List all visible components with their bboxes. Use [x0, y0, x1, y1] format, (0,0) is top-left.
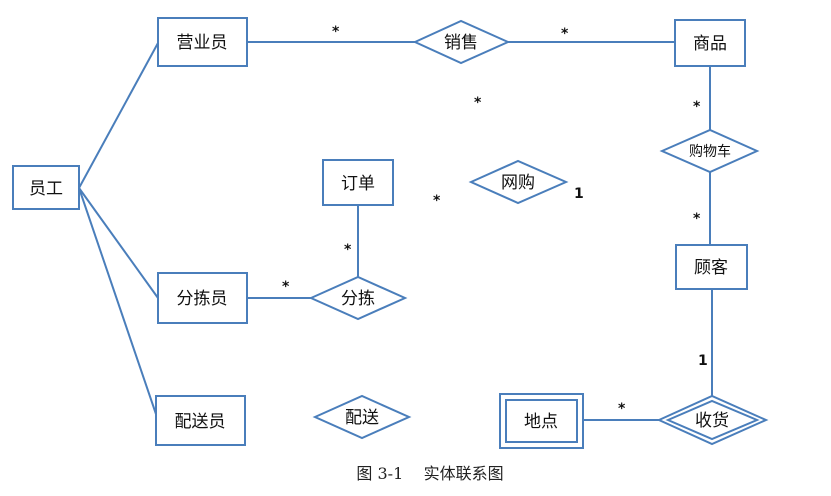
relationship-receive: 收货	[656, 394, 769, 446]
edge-employee-salesperson	[78, 42, 159, 189]
entity-employee: 员工	[12, 165, 80, 210]
entity-customer: 顾客	[675, 244, 748, 290]
entity-salesperson: 营业员	[157, 17, 248, 67]
mult-sell-left: *	[332, 24, 340, 40]
multiplicity-markers: * * * * * 1 * * * 1 *	[282, 24, 708, 417]
relationship-sort: 分拣	[308, 275, 408, 321]
entity-sorter-label: 分拣员	[177, 289, 228, 309]
entity-deliverer: 配送员	[155, 395, 246, 446]
entity-order-label: 订单	[341, 174, 375, 194]
edge-employee-deliverer	[78, 187, 159, 421]
mult-sell-right: *	[561, 26, 569, 42]
entity-salesperson-label: 营业员	[177, 33, 228, 53]
mult-cart-top: *	[693, 99, 701, 115]
relationship-deliver-label: 配送	[345, 408, 379, 428]
mult-sorter-sort: *	[282, 279, 290, 295]
mult-cart-bottom: *	[693, 211, 701, 227]
mult-center-top: *	[474, 95, 482, 111]
entity-location: 地点	[499, 393, 584, 449]
entity-location-label: 地点	[524, 412, 558, 432]
relationship-sell: 销售	[412, 19, 511, 65]
relationship-sort-label: 分拣	[341, 289, 375, 309]
relationship-cart-label: 购物车	[689, 143, 731, 160]
figure-caption: 图 3-1 实体联系图	[356, 464, 503, 483]
mult-center-left: *	[433, 193, 441, 209]
entity-order: 订单	[322, 159, 394, 206]
relationship-cart: 购物车	[659, 128, 760, 174]
entity-product-label: 商品	[693, 34, 727, 54]
entity-deliverer-label: 配送员	[175, 412, 226, 432]
relationship-sell-label: 销售	[444, 33, 478, 53]
entity-customer-label: 顾客	[694, 258, 728, 278]
mult-online-right: 1	[574, 186, 584, 202]
entity-product: 商品	[674, 19, 746, 67]
relationship-deliver: 配送	[312, 394, 412, 440]
relationship-receive-label: 收货	[695, 411, 729, 431]
relationship-online-purchase: 网购	[468, 159, 569, 205]
entity-employee-label: 员工	[29, 179, 63, 199]
relationship-online-purchase-label: 网购	[501, 173, 535, 193]
mult-location-receive: *	[618, 401, 626, 417]
mult-order-sort: *	[344, 242, 352, 258]
mult-customer-receive: 1	[698, 353, 708, 369]
edge-employee-sorter	[78, 187, 159, 299]
entity-sorter: 分拣员	[157, 272, 248, 324]
connector-lines	[78, 41, 713, 421]
